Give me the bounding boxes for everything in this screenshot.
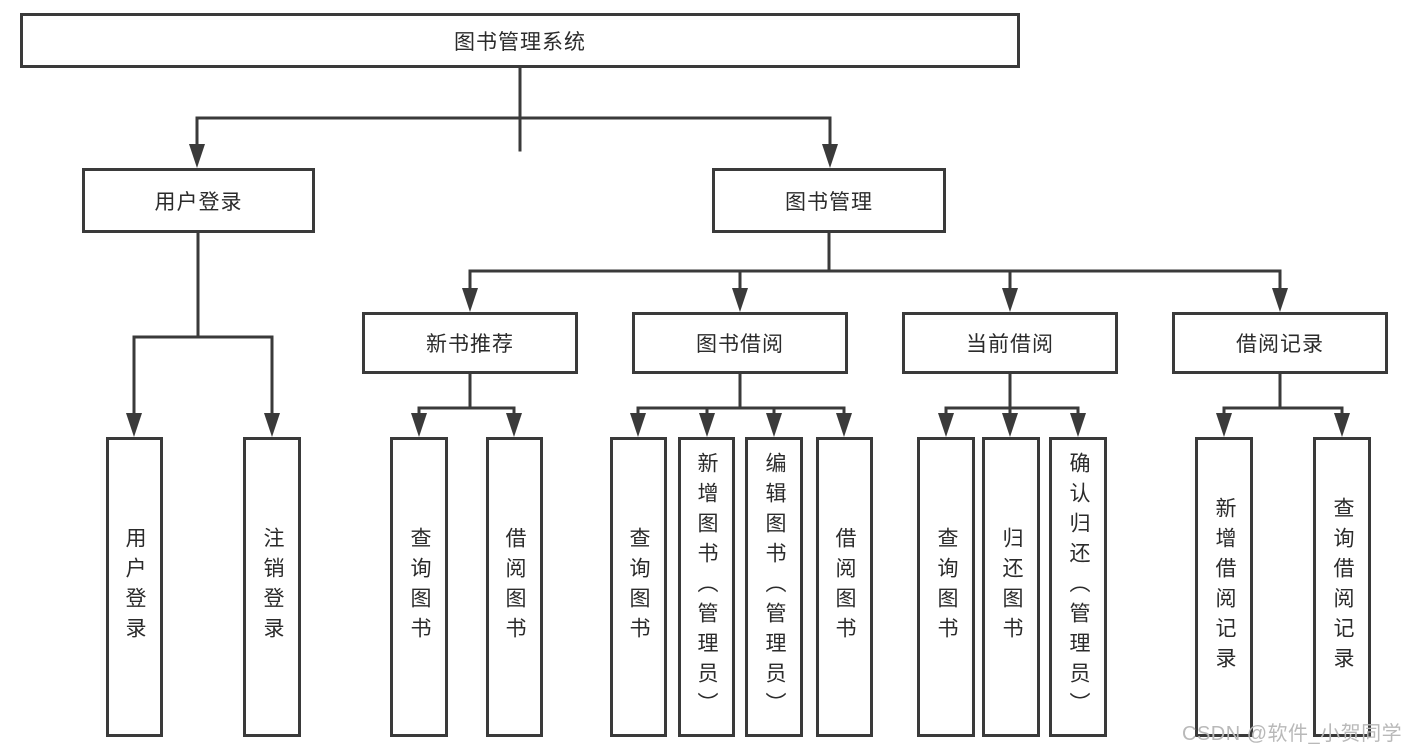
node-query-books-borrow: 查询图书 — [610, 437, 667, 737]
node-book-borrow: 图书借阅 — [632, 312, 848, 374]
node-edit-books-admin: 编辑图书（管理员） — [745, 437, 803, 737]
node-borrow-records: 借阅记录 — [1172, 312, 1388, 374]
node-new-book-recommend: 新书推荐 — [362, 312, 578, 374]
node-query-books-current: 查询图书 — [917, 437, 975, 737]
node-borrow-books-recommend: 借阅图书 — [486, 437, 543, 737]
arrowhead-icons — [126, 144, 1350, 437]
node-query-borrow-record: 查询借阅记录 — [1313, 437, 1371, 737]
node-query-books-recommend: 查询图书 — [390, 437, 448, 737]
node-add-borrow-record: 新增借阅记录 — [1195, 437, 1253, 737]
node-current-borrow: 当前借阅 — [902, 312, 1118, 374]
node-user-login-branch: 用户登录 — [82, 168, 315, 233]
node-root-library-management-system: 图书管理系统 — [20, 13, 1020, 68]
node-confirm-return-admin: 确认归还（管理员） — [1049, 437, 1107, 737]
node-borrow-books-leaf: 借阅图书 — [816, 437, 873, 737]
watermark: CSDN @软件_小贺同学 — [1182, 723, 1403, 745]
node-logout-leaf: 注销登录 — [243, 437, 301, 737]
node-add-books-admin: 新增图书（管理员） — [678, 437, 735, 737]
node-book-management-branch: 图书管理 — [712, 168, 946, 233]
node-return-books: 归还图书 — [982, 437, 1040, 737]
node-user-login-leaf: 用户登录 — [106, 437, 163, 737]
